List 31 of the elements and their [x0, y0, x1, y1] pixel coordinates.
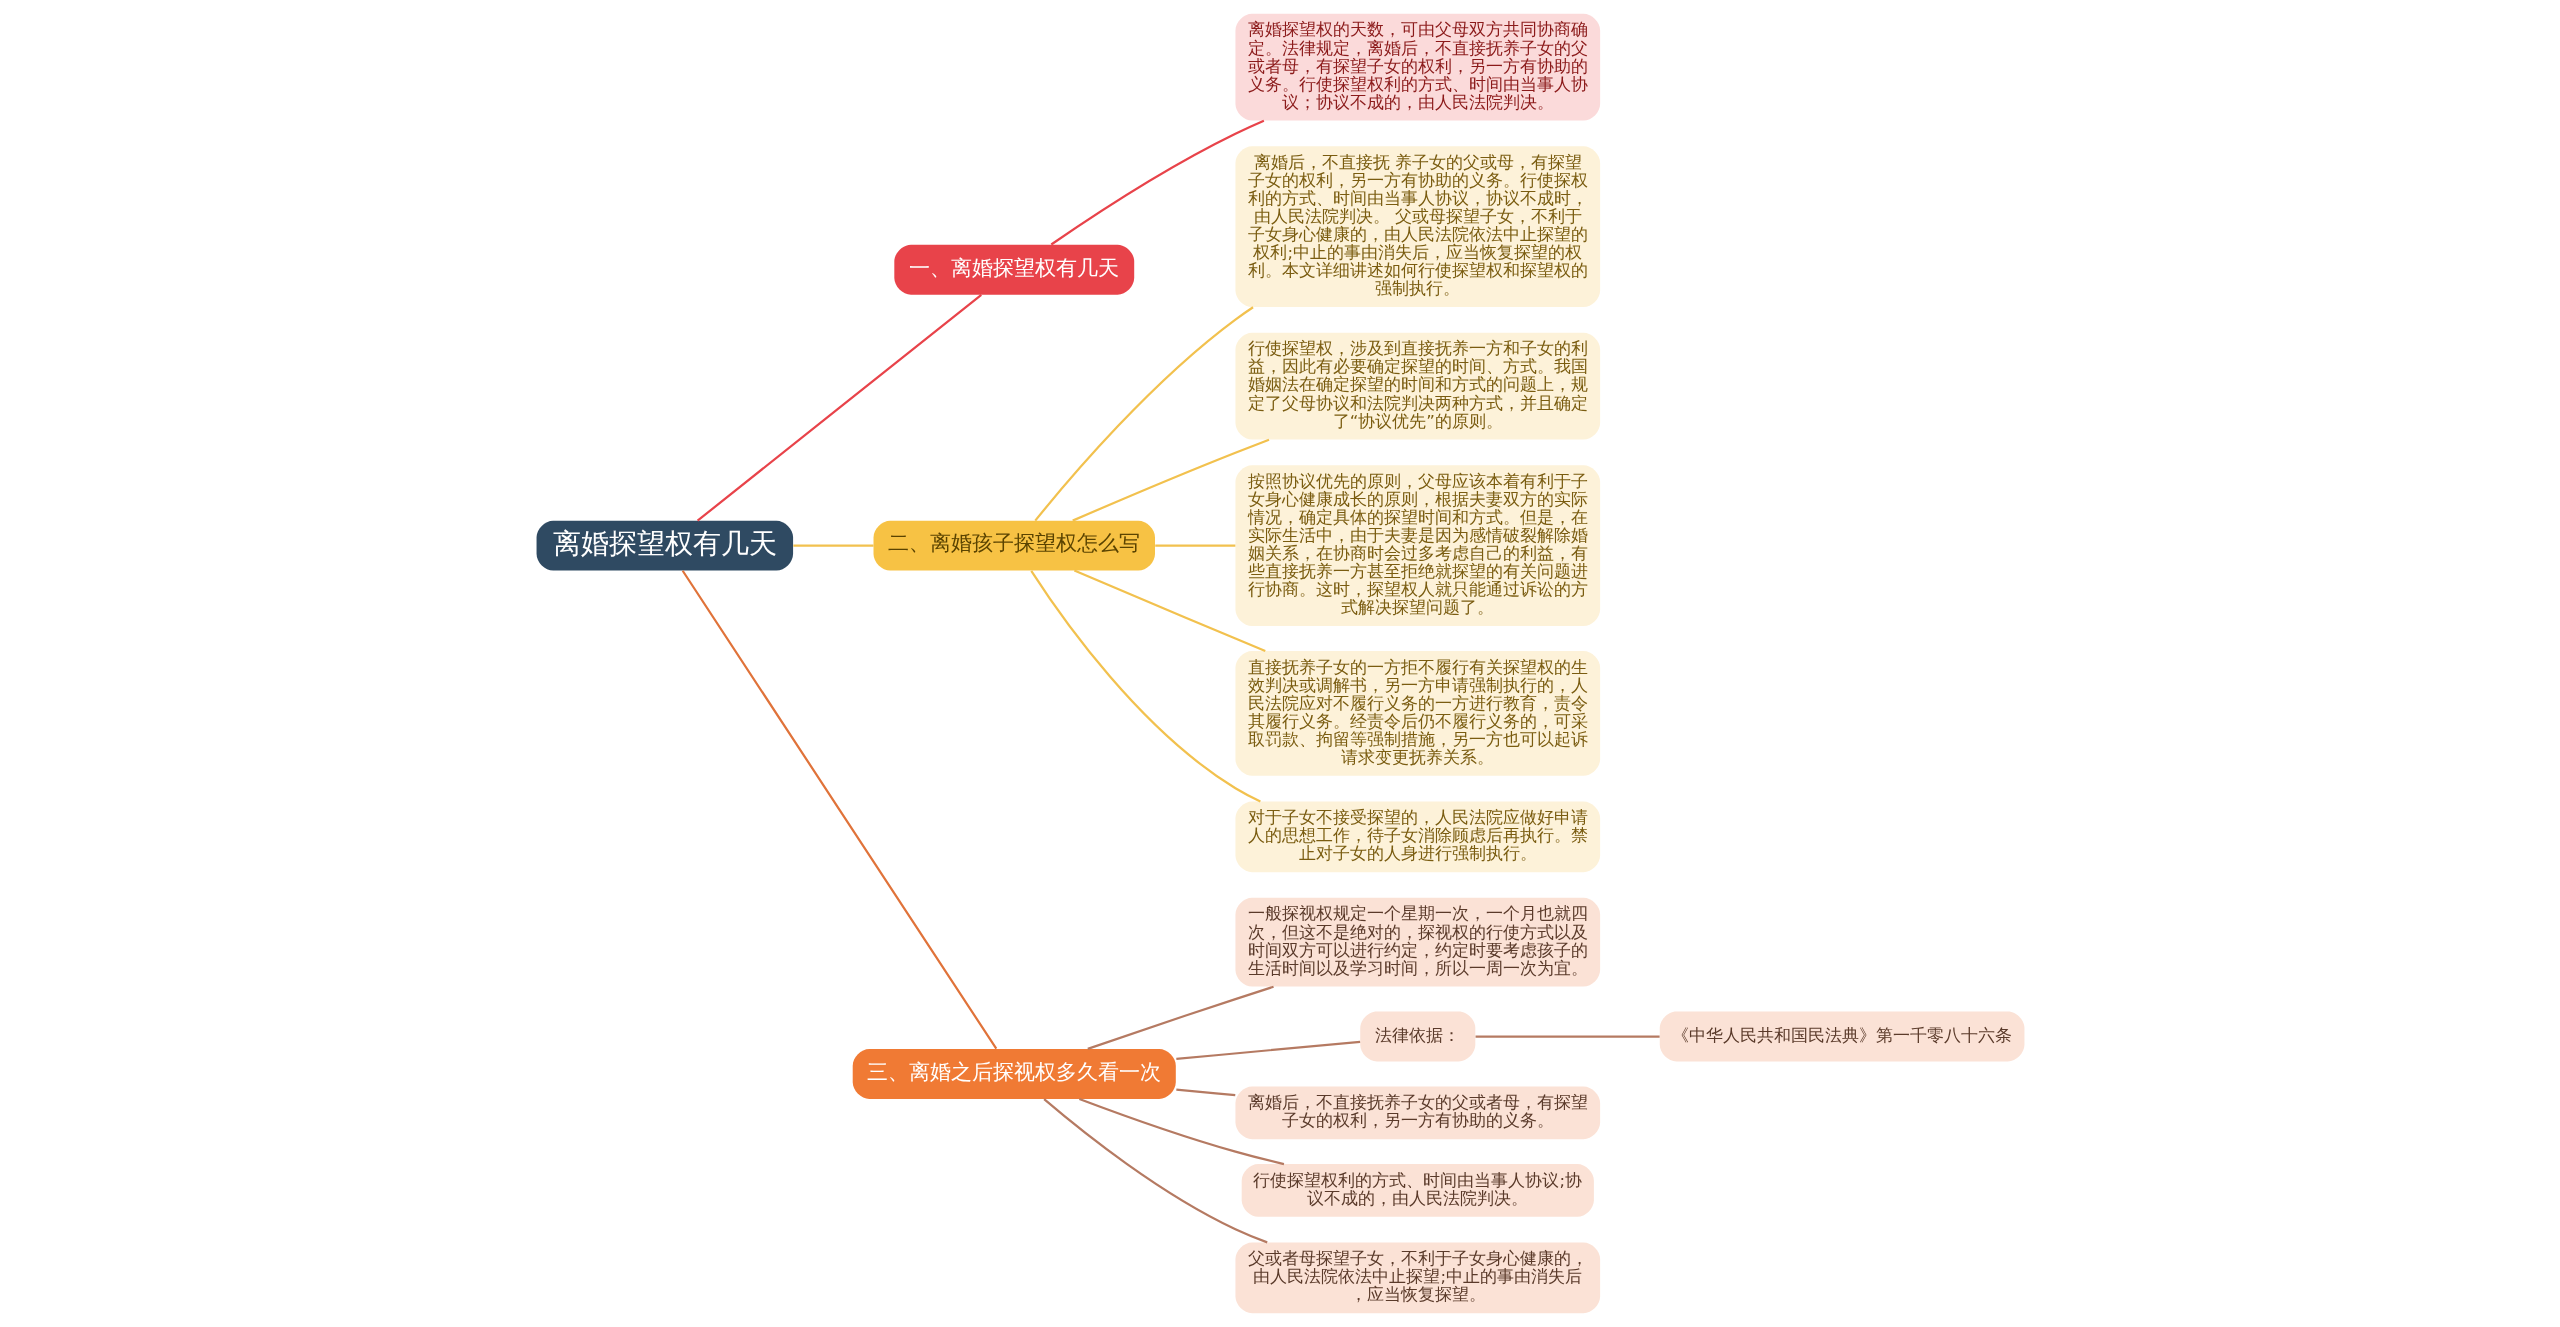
node-box: 《中华人民共和国民法典》第一千零八十六条	[1659, 1011, 2024, 1062]
node-box: 行使探望权，涉及到直接抚养一方和子女的利益，因此有必要确定探望的时间、方式。我国婚姻法在确定探望的时间和方式的问题上，规定了父母协议和法院判决两种方式，并且确定了“协议优先”的原则。	[1234, 332, 1600, 440]
connector	[1086, 985, 1274, 1050]
connector	[1033, 306, 1254, 522]
connector	[1042, 1098, 1268, 1244]
node-box: 二、离婚孩子探望权怎么写	[873, 520, 1155, 571]
connector	[1154, 544, 1235, 547]
node-box: 三、离婚之后探视权多久看一次	[852, 1049, 1176, 1099]
node-box: 离婚探望权有几天	[536, 520, 793, 571]
node-box: 法律依据：	[1359, 1011, 1475, 1062]
connector	[1175, 1040, 1360, 1061]
node-box: 离婚后，不直接抚养子女的父或者母，有探望子女的权利，另一方有协助的义务。	[1234, 1086, 1600, 1140]
node-box: 离婚后，不直接抚 养子女的父或母，有探望子女的权利，另一方有协助的义务。行使探权利的方式、时间由当事人协议，协议不成时，由人民法院判决。 父或母探望子女，不利于子女身心健康的，由人民法院依法中止探望的权利;中止的事由消失后，应当恢复探望的权利。本文详细讲述如何行使探望权和探望权的强制执行。	[1234, 146, 1600, 308]
node-box: 按照协议优先的原则，父母应该本着有利于子女身心健康成长的原则，根据夫妻双方的实际情况，确定具体的探望时间和方式。但是，在实际生活中，由于夫妻是因为感情破裂解除婚姻关系，在协商时会过多考虑自己的利益，有些直接抚养一方甚至拒绝就探望的有关问题进行协商。这时，探望权人就只能通过诉讼的方式解决探望问题了。	[1234, 465, 1600, 627]
node-box: 直接抚养子女的一方拒不履行有关探望权的生效判决或调解书，另一方申请强制执行的，人民法院应对不履行义务的一方进行教育，责令其履行义务。经责令后仍不履行义务的，可采取罚款、拘留等强制措施，另一方也可以起诉请求变更抚养关系。	[1234, 651, 1600, 776]
connector	[1029, 570, 1261, 803]
node-box: 对于子女不接受探望的，人民法院应做好申请人的思想工作，待子女消除顾虑后再执行。禁止对子女的人身进行强制执行。	[1234, 801, 1600, 873]
connector	[696, 293, 982, 522]
node-box: 一、离婚探望权有几天	[893, 244, 1134, 295]
connector	[1073, 569, 1266, 652]
connector	[681, 570, 997, 1050]
node-box: 父或者母探望子女，不利于子女身心健康的，由人民法院依法中止探望;中止的事由消失后，应当恢复探望。	[1234, 1242, 1600, 1314]
node-box: 一般探视权规定一个星期一次，一个月也就四次，但这不是绝对的，探视权的行使方式以及时间双方可以进行约定，约定时要考虑孩子的生活时间以及学习时间，所以一周一次为宜。	[1234, 897, 1600, 987]
connector	[1050, 119, 1264, 246]
node-box: 离婚探望权的天数，可由父母双方共同协商确定。法律规定，离婚后，不直接抚养子女的父或者母，有探望子女的权利，另一方有协助的义务。行使探望权利的方式、时间由当事人协议；协议不成的，由人民法院判决。	[1234, 13, 1600, 121]
connector	[1078, 1097, 1284, 1166]
connector	[792, 544, 873, 547]
node-box: 行使探望权利的方式、时间由当事人协议;协议不成的，由人民法院判决。	[1241, 1164, 1594, 1217]
connector	[1071, 438, 1269, 522]
connector	[1475, 1035, 1660, 1038]
connector	[1175, 1088, 1235, 1097]
